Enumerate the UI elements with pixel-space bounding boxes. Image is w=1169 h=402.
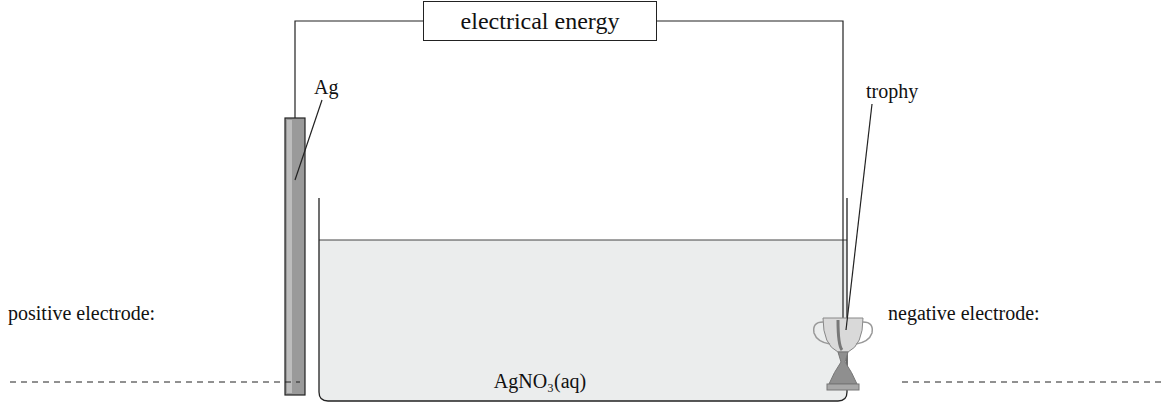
liquid-surface [319, 240, 847, 241]
prompt-label: negative electrode: [888, 302, 1040, 325]
solution [319, 240, 847, 401]
process-box: electrical energy [423, 1, 657, 41]
solution-label: AgNO₃(aq) [494, 370, 587, 393]
leader-line [846, 104, 872, 330]
wire [656, 21, 843, 318]
answer-line [10, 382, 300, 383]
box-text: electrical energy [461, 8, 620, 35]
answer-line [902, 382, 1162, 383]
part-label: Ag [314, 76, 338, 99]
rod-highlight [287, 120, 292, 393]
wire [295, 21, 424, 118]
part-label: trophy [866, 80, 918, 103]
trophy [814, 318, 873, 390]
beaker [319, 198, 847, 401]
prompt-label: positive electrode: [8, 302, 155, 325]
leader-line [295, 100, 322, 180]
